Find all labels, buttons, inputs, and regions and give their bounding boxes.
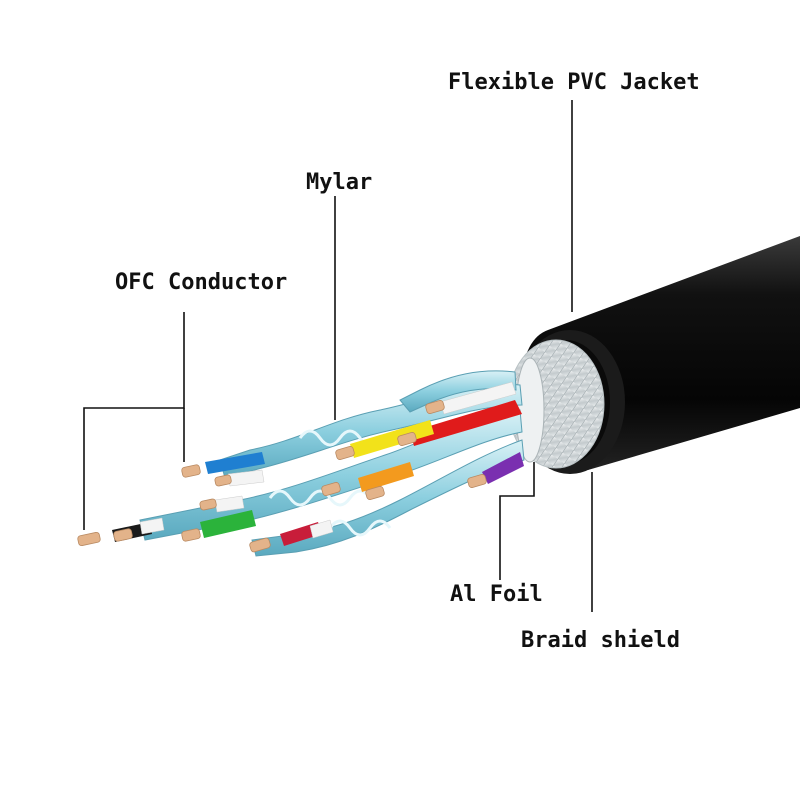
label-pvc-jacket: Flexible PVC Jacket [448,70,700,95]
ofc-conductor-tips [77,400,487,553]
label-al-foil: Al Foil [450,582,543,607]
label-braid-shield: Braid shield [521,628,680,653]
label-ofc-conductor: OFC Conductor [115,270,288,295]
leader-lines [83,100,593,612]
foil-leader [499,462,535,580]
label-mylar: Mylar [306,170,373,195]
insulated-wires [112,381,524,546]
conductor-leader [83,312,185,530]
